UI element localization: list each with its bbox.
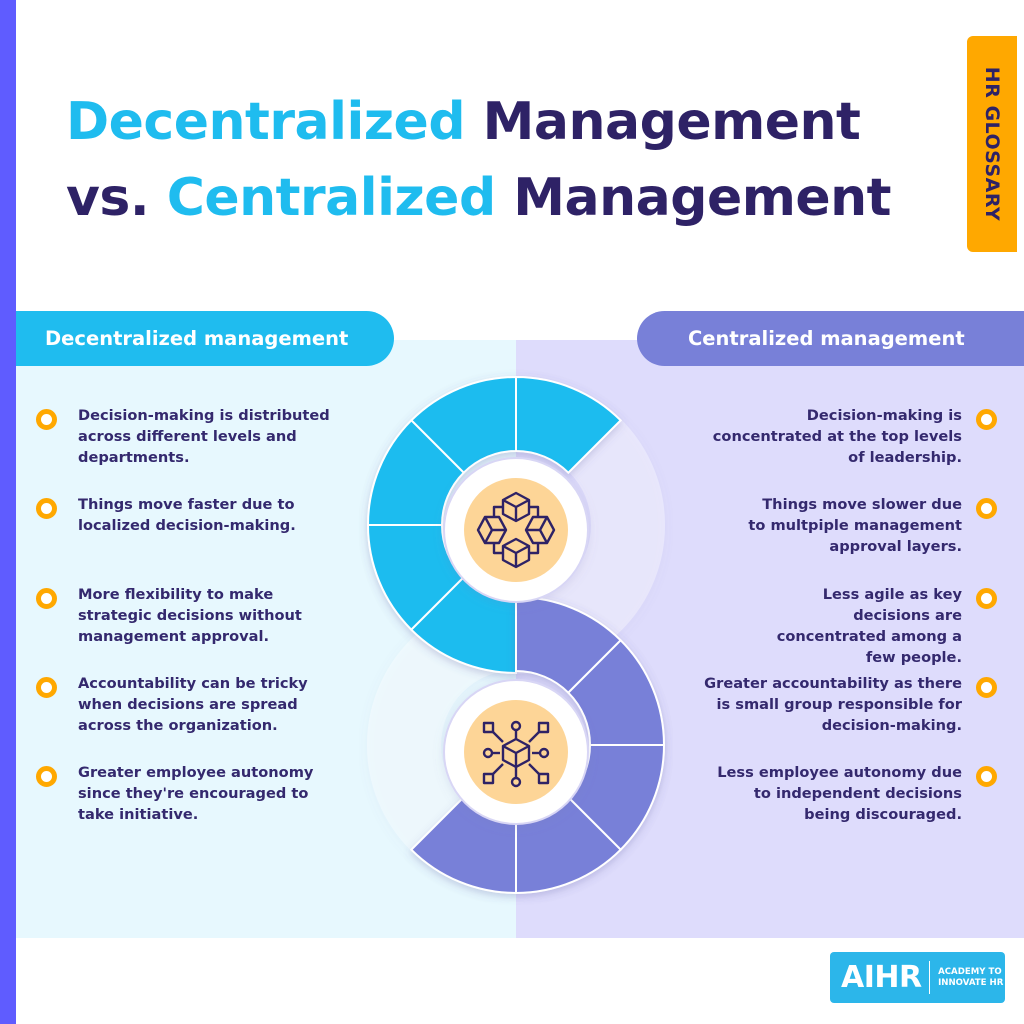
title-line-2: vs. Centralized Management xyxy=(66,160,892,236)
bullet-icon xyxy=(976,498,997,519)
decentralized-heading-label: Decentralized management xyxy=(45,327,349,350)
decentralized-item: More flexibility to make strategic decis… xyxy=(78,586,302,645)
bullet-icon xyxy=(36,498,57,519)
decentralized-heading: Decentralized management xyxy=(16,311,394,366)
aihr-logo-mark: AIHR xyxy=(841,960,922,995)
centralized-item: Less employee autonomy due to independen… xyxy=(717,764,962,823)
title-highlight-decentralized: Decentralized xyxy=(66,92,466,152)
centralized-heading: Centralized management xyxy=(637,311,1024,366)
decentralized-item: Greater employee autonomy since they're … xyxy=(78,764,314,823)
centralized-item: Less agile as key decisions are concentr… xyxy=(776,586,962,666)
centralized-item: Things move slower due to multpiple mana… xyxy=(748,496,962,555)
title-highlight-centralized: Centralized xyxy=(166,168,496,228)
tagline-line-2: INNOVATE HR xyxy=(938,977,1004,988)
page-title: Decentralized Management vs. Centralized… xyxy=(66,84,892,236)
aihr-logo: AIHR ACADEMY TO INNOVATE HR xyxy=(830,952,1005,1003)
accent-bar xyxy=(0,0,16,1024)
bullet-icon xyxy=(36,677,57,698)
bullet-icon xyxy=(36,588,57,609)
bullet-icon xyxy=(36,409,57,430)
bullet-icon xyxy=(976,766,997,787)
hr-glossary-label: HR GLOSSARY xyxy=(981,66,1003,222)
bullet-icon xyxy=(976,677,997,698)
decentralized-item: Things move faster due to localized deci… xyxy=(78,496,296,534)
centralized-item: Greater accountability as there is small… xyxy=(704,675,962,734)
title-text: Management xyxy=(465,92,861,152)
bullet-icon xyxy=(36,766,57,787)
centralized-heading-label: Centralized management xyxy=(688,327,965,350)
title-line-1: Decentralized Management xyxy=(66,84,891,160)
bullet-icon xyxy=(976,588,997,609)
centralized-item: Decision-making is concentrated at the t… xyxy=(712,407,962,466)
title-text: Management xyxy=(495,168,892,228)
aihr-logo-tagline: ACADEMY TO INNOVATE HR xyxy=(938,967,1003,989)
decentralized-item: Decision-making is distributed across di… xyxy=(78,407,330,466)
bullet-icon xyxy=(976,409,997,430)
logo-divider xyxy=(928,961,931,994)
tagline-line-1: ACADEMY TO xyxy=(938,966,1002,977)
hr-glossary-tag: HR GLOSSARY xyxy=(967,36,1017,252)
decentralized-ring xyxy=(366,375,623,675)
title-text: vs. xyxy=(66,168,167,228)
decentralized-item: Accountability can be tricky when decisi… xyxy=(78,675,308,734)
